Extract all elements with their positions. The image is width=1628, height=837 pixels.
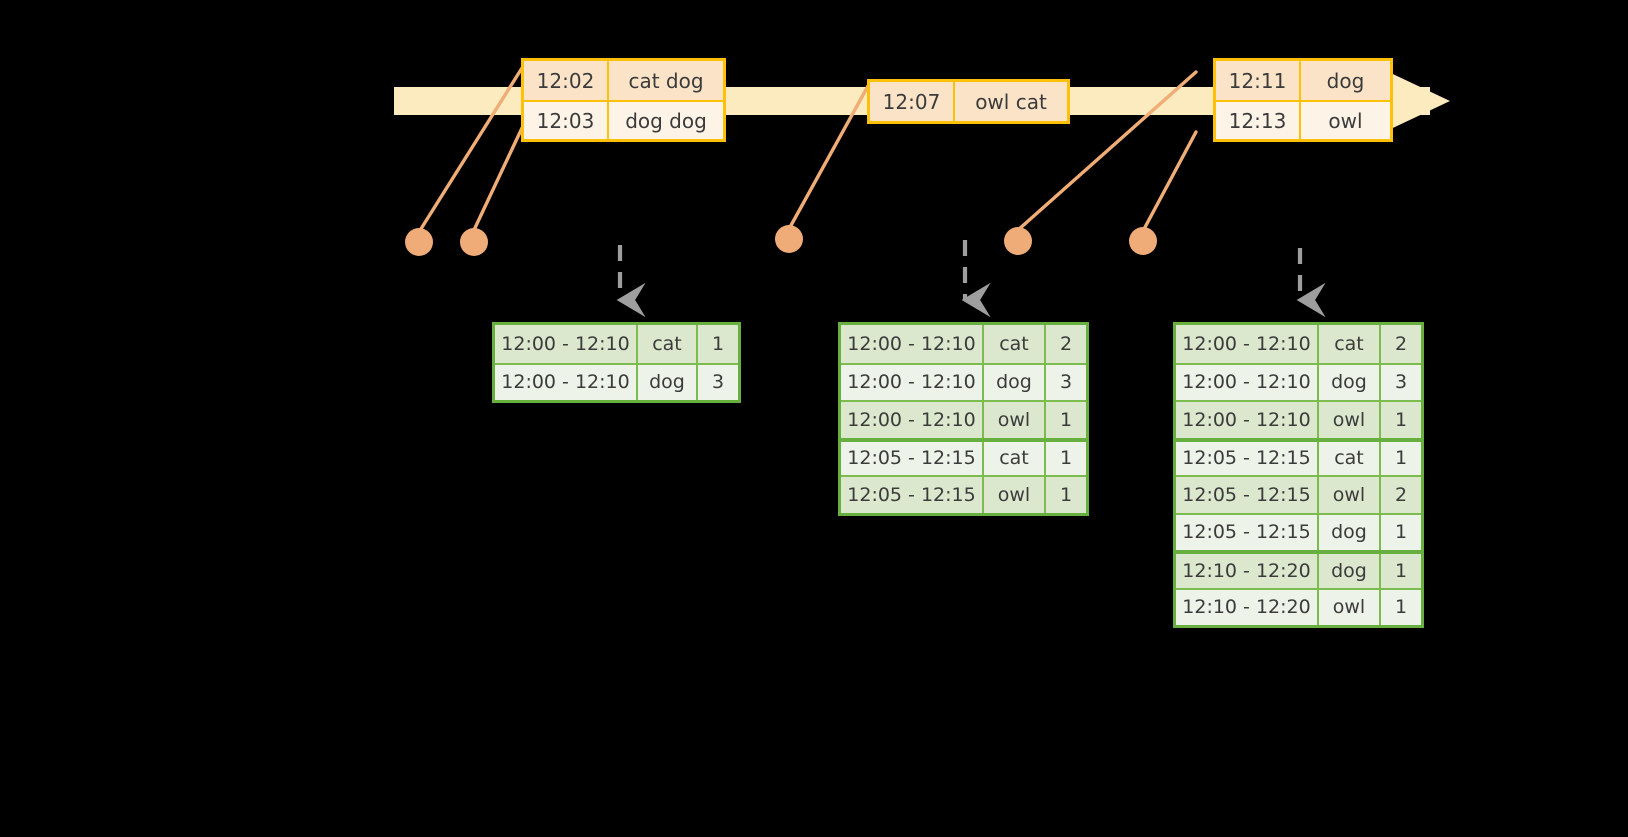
connector-dot <box>775 225 803 253</box>
cell-count: 1 <box>1394 447 1408 470</box>
event-connectors <box>417 66 1198 234</box>
cell-count: 1 <box>1394 559 1408 582</box>
cell-count: 1 <box>1059 408 1073 431</box>
cell-word: dog <box>638 364 698 400</box>
event-time: 12:13 <box>1216 102 1301 139</box>
cell-count: 1 <box>711 332 725 355</box>
cell-count: 1 <box>1059 447 1073 470</box>
event-connector-dots <box>405 225 1157 256</box>
connector-dot <box>460 228 488 256</box>
emit-arrows <box>616 240 1326 318</box>
cell-word: dog <box>984 364 1046 400</box>
cell-window: 12:05 - 12:15 <box>1176 514 1319 550</box>
cell-window: 12:00 - 12:10 <box>1176 402 1319 438</box>
cell-window: 12:05 - 12:15 <box>841 477 984 513</box>
event-words: dog dog <box>625 108 707 133</box>
cell-window: 12:00 - 12:10 <box>1176 364 1319 400</box>
cell-word: dog <box>1319 364 1381 400</box>
event-time: 12:02 <box>524 61 609 100</box>
cell-window: 12:00 - 12:10 <box>1176 325 1319 363</box>
cell-word: cat <box>1319 441 1381 475</box>
cell-count: 1 <box>1394 596 1408 619</box>
event-row: 12:03 dog dog <box>524 100 723 139</box>
connector-dot <box>1004 227 1032 255</box>
event-box-1[interactable]: 12:02 cat dog 12:03 dog dog <box>521 58 726 142</box>
cell-count: 1 <box>1059 483 1073 506</box>
cell-window: 12:10 - 12:20 <box>1176 554 1319 588</box>
event-box-3[interactable]: 12:11 dog 12:13 owl <box>1213 58 1393 142</box>
event-row: 12:11 dog <box>1216 61 1390 100</box>
cell-count: 3 <box>711 371 725 394</box>
cell-word: cat <box>638 325 698 363</box>
cell-word: owl <box>1319 589 1381 625</box>
cell-window: 12:00 - 12:10 <box>841 364 984 400</box>
event-row: 12:02 cat dog <box>524 61 723 100</box>
cell-word: cat <box>984 441 1046 475</box>
cell-window: 12:00 - 12:10 <box>495 325 638 363</box>
cell-window: 12:00 - 12:10 <box>841 402 984 438</box>
event-time: 12:07 <box>870 82 955 121</box>
event-box-2[interactable]: 12:07 owl cat <box>867 79 1070 124</box>
event-time: 12:03 <box>524 102 609 139</box>
event-words: owl cat <box>975 89 1047 114</box>
cell-word: cat <box>1319 325 1381 363</box>
cell-word: cat <box>984 325 1046 363</box>
cell-word: owl <box>1319 477 1381 513</box>
event-row: 12:13 owl <box>1216 100 1390 139</box>
cell-window: 12:00 - 12:10 <box>495 364 638 400</box>
cell-word: dog <box>1319 514 1381 550</box>
event-time: 12:11 <box>1216 61 1301 100</box>
connector-dot <box>1129 227 1157 255</box>
cell-word: owl <box>1319 402 1381 438</box>
cell-window: 12:05 - 12:15 <box>1176 477 1319 513</box>
cell-window: 12:05 - 12:15 <box>1176 441 1319 475</box>
cell-window: 12:05 - 12:15 <box>841 441 984 475</box>
cell-word: owl <box>984 402 1046 438</box>
cell-count: 1 <box>1394 521 1408 544</box>
cell-word: dog <box>1319 554 1381 588</box>
event-words: dog <box>1326 68 1365 93</box>
event-words: owl <box>1328 108 1363 133</box>
event-words: cat dog <box>628 68 704 93</box>
cell-window: 12:10 - 12:20 <box>1176 589 1319 625</box>
cell-word: owl <box>984 477 1046 513</box>
cell-count: 1 <box>1394 408 1408 431</box>
cell-count: 3 <box>1059 371 1073 394</box>
cell-count: 2 <box>1059 332 1073 355</box>
cell-count: 3 <box>1394 371 1408 394</box>
event-row: 12:07 owl cat <box>870 82 1067 121</box>
cell-count: 2 <box>1394 483 1408 506</box>
cell-count: 2 <box>1394 332 1408 355</box>
cell-window: 12:00 - 12:10 <box>841 325 984 363</box>
connector-dot <box>405 228 433 256</box>
